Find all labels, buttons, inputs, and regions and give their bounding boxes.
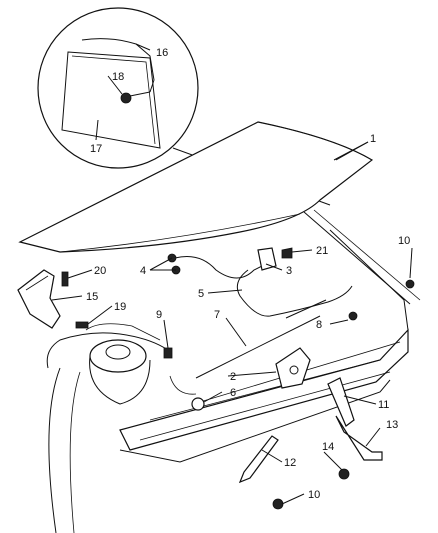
callout-4: 4 — [140, 265, 146, 277]
callout-21: 21 — [316, 245, 328, 257]
strut-tower — [85, 323, 161, 405]
callout-10-bottom: 10 — [308, 489, 320, 501]
callout-18: 18 — [112, 71, 124, 83]
callout-20: 20 — [94, 265, 106, 277]
detail-inset — [37, 7, 199, 169]
callout-19: 19 — [114, 301, 126, 313]
callout-7: 7 — [214, 309, 220, 321]
callout-2: 2 — [230, 371, 236, 383]
callout-3: 3 — [286, 265, 292, 277]
hood-latch — [275, 347, 311, 389]
callout-8: 8 — [316, 319, 322, 331]
release-cable — [169, 256, 353, 395]
callout-11: 11 — [378, 399, 389, 411]
hood-panel — [18, 121, 374, 253]
callout-1: 1 — [370, 133, 376, 145]
callout-17: 17 — [90, 143, 102, 155]
leader-lines — [51, 141, 413, 505]
hood-hinge — [17, 269, 89, 329]
misc-parts — [163, 247, 415, 510]
callout-12: 12 — [284, 457, 296, 469]
callout-9: 9 — [156, 309, 162, 321]
radiator-support — [119, 328, 409, 463]
callout-16: 16 — [156, 47, 168, 59]
callout-15: 15 — [86, 291, 98, 303]
callout-labels: 1 2 3 4 5 6 7 8 9 10 10 11 12 13 14 15 1… — [86, 47, 410, 501]
callout-5: 5 — [198, 288, 204, 300]
callout-10-top: 10 — [398, 235, 410, 247]
callout-13: 13 — [386, 419, 398, 431]
callout-14: 14 — [322, 441, 334, 453]
callout-6: 6 — [230, 387, 236, 399]
fender-body — [46, 209, 421, 533]
